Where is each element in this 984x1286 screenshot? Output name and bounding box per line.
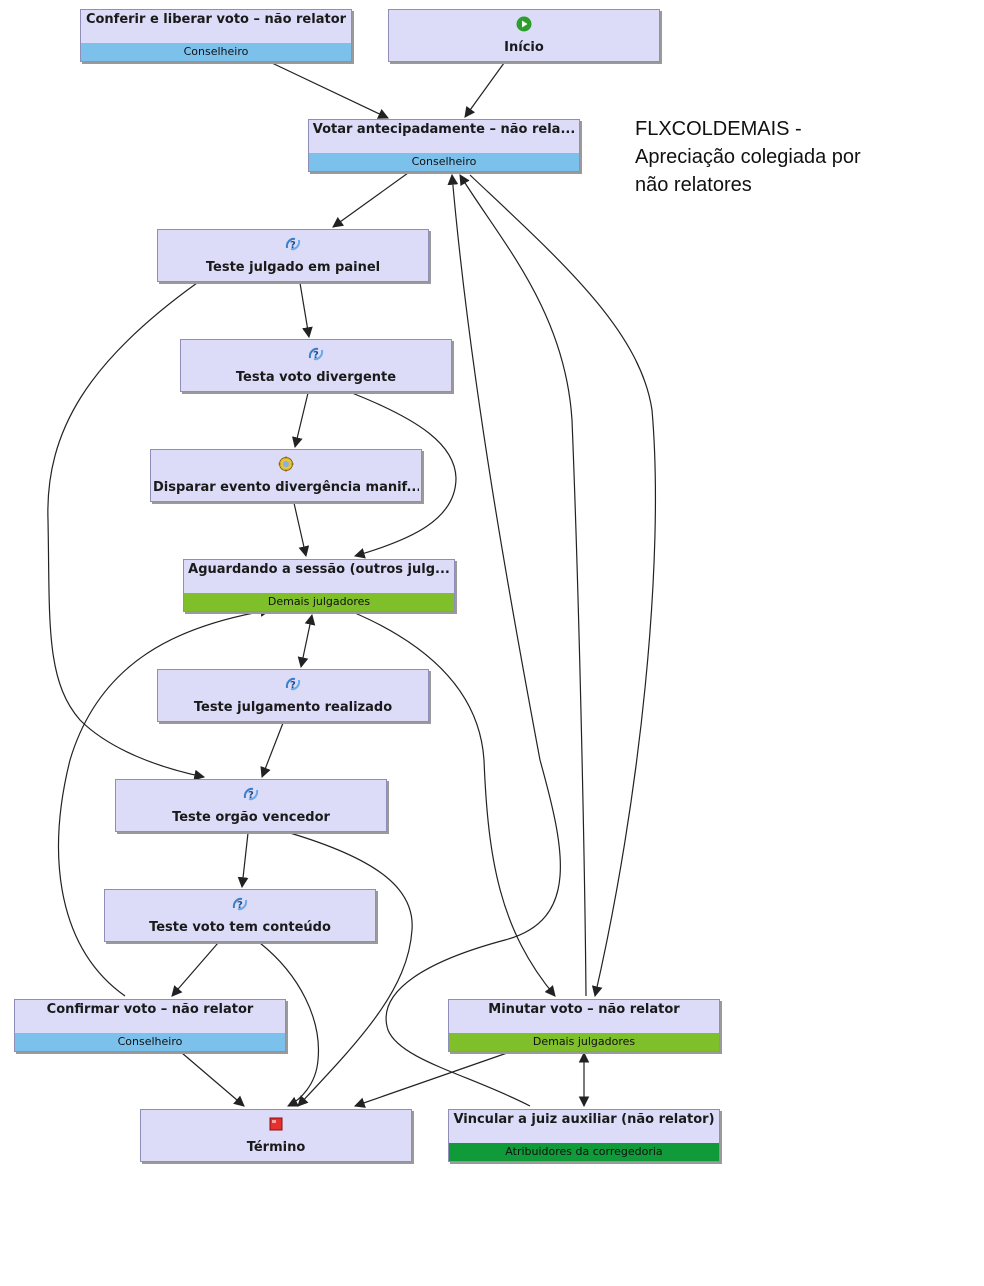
node-vincular-label: Vincular a juiz auxiliar (não relator) xyxy=(453,1112,715,1127)
node-disparar[interactable]: Disparar evento divergência manif... xyxy=(150,449,422,502)
decision-icon: ? xyxy=(243,786,259,802)
lane-conselheiro: Conselheiro xyxy=(15,1033,285,1051)
node-termino[interactable]: Término xyxy=(140,1109,412,1162)
edge-conferir-votar xyxy=(271,62,389,119)
lane-conselheiro: Conselheiro xyxy=(81,43,351,61)
lane-atribuidores-corregedoria: Atribuidores da corregedoria xyxy=(449,1143,719,1161)
node-inicio-label: Início xyxy=(504,40,544,55)
decision-icon: ? xyxy=(308,346,324,362)
edge-vincular-votar xyxy=(385,173,561,1107)
edge-orgao-conteudo xyxy=(237,832,249,889)
title-line-1: FLXCOLDEMAIS - xyxy=(635,118,802,140)
node-minutar-label: Minutar voto – não relator xyxy=(488,1002,680,1017)
node-testa-divergente-label: Testa voto divergente xyxy=(235,370,397,385)
node-teste-realizado-label: Teste julgamento realizado xyxy=(193,700,393,715)
end-icon xyxy=(268,1116,284,1132)
node-testa-divergente[interactable]: ? Testa voto divergente xyxy=(180,339,452,392)
node-vincular[interactable]: Vincular a juiz auxiliar (não relator) A… xyxy=(448,1109,720,1162)
lane-demais-julgadores: Demais julgadores xyxy=(449,1033,719,1051)
svg-text:?: ? xyxy=(237,900,243,911)
node-conferir[interactable]: Conferir e liberar voto – não relator Co… xyxy=(80,9,352,62)
node-inicio[interactable]: Início xyxy=(388,9,660,62)
node-teste-painel-label: Teste julgado em painel xyxy=(205,260,381,275)
title-line-3: não relatores xyxy=(635,174,752,196)
edge-divergente-disparar xyxy=(292,392,309,449)
edge-minutar-votar-a xyxy=(459,174,587,997)
edge-aguardando-realizado xyxy=(297,613,316,669)
node-teste-orgao[interactable]: ? Teste orgão vencedor xyxy=(115,779,387,832)
node-teste-conteudo[interactable]: ? Teste voto tem conteúdo xyxy=(104,889,376,942)
node-conferir-label: Conferir e liberar voto – não relator xyxy=(85,12,347,27)
node-confirmar[interactable]: Confirmar voto – não relator Conselheiro xyxy=(14,999,286,1052)
edge-painel-divergente xyxy=(299,282,313,339)
edge-disparar-aguardando xyxy=(293,502,310,558)
svg-text:?: ? xyxy=(248,790,254,801)
edge-conteudo-termino xyxy=(259,942,320,1107)
node-teste-realizado[interactable]: ? Teste julgamento realizado xyxy=(157,669,429,722)
node-teste-orgao-label: Teste orgão vencedor xyxy=(172,810,330,825)
edge-painel-orgao xyxy=(47,282,206,781)
svg-text:?: ? xyxy=(313,350,319,361)
node-teste-painel[interactable]: ? Teste julgado em painel xyxy=(157,229,429,282)
start-icon xyxy=(516,16,532,32)
diagram-title: FLXCOLDEMAIS - Apreciação colegiada por … xyxy=(635,115,965,199)
edge-realizado-orgao xyxy=(260,722,284,779)
edge-votar-minutar xyxy=(469,174,656,998)
node-aguardando-label: Aguardando a sessão (outros julg... xyxy=(188,562,450,577)
lane-demais-julgadores: Demais julgadores xyxy=(184,593,454,611)
node-disparar-label: Disparar evento divergência manif... xyxy=(153,480,419,495)
node-termino-label: Término xyxy=(246,1140,306,1155)
edge-confirmar-termino xyxy=(181,1052,245,1107)
decision-icon: ? xyxy=(285,676,301,692)
edge-orgao-termino xyxy=(289,832,413,1107)
edge-conteudo-confirmar xyxy=(171,942,219,997)
node-aguardando[interactable]: Aguardando a sessão (outros julg... Dema… xyxy=(183,559,455,612)
node-votar[interactable]: Votar antecipadamente – não rela... Cons… xyxy=(308,119,580,172)
node-votar-label: Votar antecipadamente – não rela... xyxy=(312,122,576,137)
svg-text:?: ? xyxy=(290,680,296,691)
edge-inicio-votar xyxy=(464,62,505,118)
edge-confirmar-aguardando xyxy=(57,606,272,997)
node-teste-conteudo-label: Teste voto tem conteúdo xyxy=(149,920,331,935)
edge-divergente-aguardando xyxy=(351,392,457,559)
decision-icon: ? xyxy=(285,236,301,252)
node-minutar[interactable]: Minutar voto – não relator Demais julgad… xyxy=(448,999,720,1052)
gear-icon xyxy=(278,456,294,472)
node-confirmar-label: Confirmar voto – não relator xyxy=(46,1002,254,1017)
edge-votar-teste-painel xyxy=(332,172,409,228)
edge-minutar-termino xyxy=(353,1052,508,1108)
svg-text:?: ? xyxy=(290,240,296,251)
title-line-2: Apreciação colegiada por xyxy=(635,146,861,168)
lane-conselheiro: Conselheiro xyxy=(309,153,579,171)
decision-icon: ? xyxy=(232,896,248,912)
